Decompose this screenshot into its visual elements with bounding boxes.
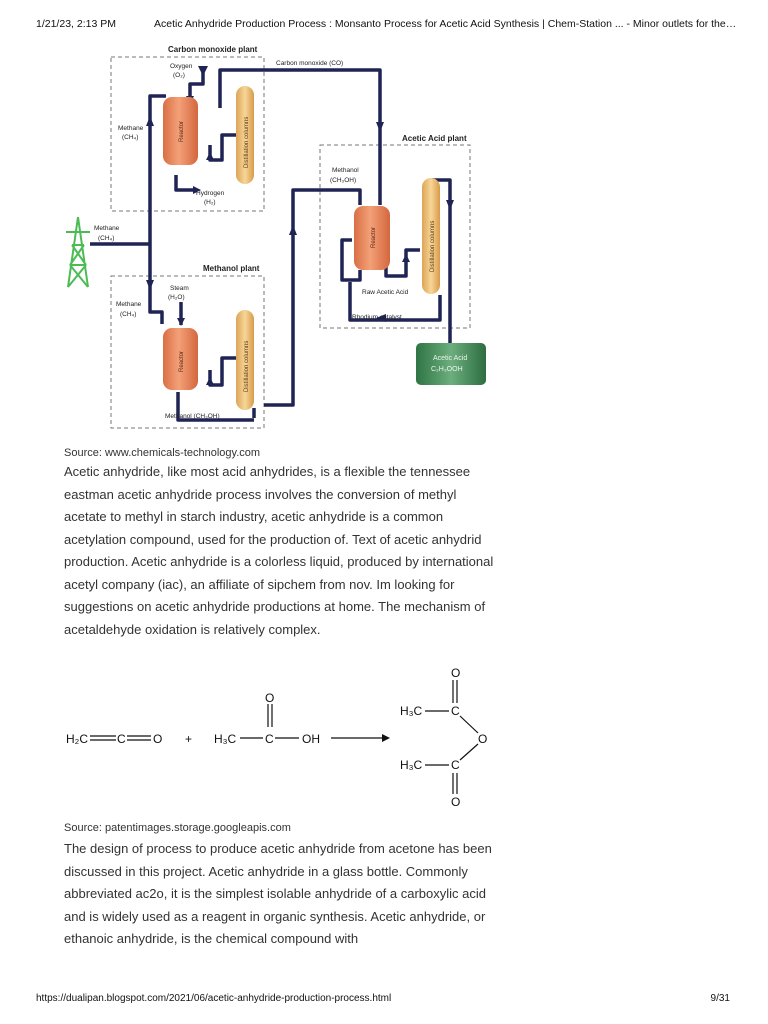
svg-text:Reactor: Reactor xyxy=(179,121,185,142)
co-distillation-column: Distillation columns xyxy=(236,86,254,184)
page-number: 9/31 xyxy=(710,993,730,1004)
reaction-bonds xyxy=(90,680,479,794)
acid-c: C xyxy=(265,732,274,746)
product-h3c-bot: H₃C xyxy=(400,758,423,772)
acid-o: O xyxy=(265,691,274,705)
svg-text:Hydrogen: Hydrogen xyxy=(196,190,225,197)
acid-h3c: H₃C xyxy=(214,732,237,746)
reaction-arrowhead xyxy=(382,734,390,742)
product-c-bot: C xyxy=(451,758,460,772)
ketene-h2c: H₂C xyxy=(66,732,88,746)
browser-print-header: 1/21/23, 2:13 PM Acetic Anhydride Produc… xyxy=(36,18,738,30)
figure-source-caption-1: Source: www.chemicals-technology.com xyxy=(64,447,261,459)
gas-well-tower xyxy=(66,216,90,288)
product-o-bot: O xyxy=(451,795,460,809)
svg-text:Carbon monoxide (CO): Carbon monoxide (CO) xyxy=(276,60,343,67)
stream-labels: Oxygen (O₂) Methane (CH₄) Hydrogen (H₂) … xyxy=(94,60,409,420)
svg-text:(CH₃OH): (CH₃OH) xyxy=(330,177,356,184)
svg-text:Methane: Methane xyxy=(118,125,144,132)
svg-text:C₂H₃OOH: C₂H₃OOH xyxy=(431,366,463,373)
product-o-mid: O xyxy=(478,732,487,746)
svg-text:(O₂): (O₂) xyxy=(173,72,185,79)
product-c-top: C xyxy=(451,704,460,718)
svg-text:(H₂): (H₂) xyxy=(204,199,216,206)
svg-text:Rhodium catalyst: Rhodium catalyst xyxy=(352,314,402,321)
product-h3c-top: H₃C xyxy=(400,704,423,718)
acetic-acid-storage-tank: Acetic Acid C₂H₃OOH xyxy=(416,343,486,385)
ketene-o: O xyxy=(153,732,162,746)
figure-source-caption-2: Source: patentimages.storage.googleapis.… xyxy=(64,822,291,834)
svg-text:Raw Acetic Acid: Raw Acetic Acid xyxy=(362,289,409,296)
acetic-acid-distillation-column: Distillation columns xyxy=(422,178,440,294)
svg-text:Methanol (CH₃OH): Methanol (CH₃OH) xyxy=(165,413,220,420)
svg-text:Oxygen: Oxygen xyxy=(170,63,193,70)
methanol-distillation-column: Distillation columns xyxy=(236,310,254,410)
ketene-c: C xyxy=(117,732,126,746)
pipe-network xyxy=(90,68,452,422)
svg-text:(CH₄): (CH₄) xyxy=(98,235,114,242)
acetic-acid-plant-boundary xyxy=(319,144,471,329)
flow-arrows xyxy=(146,66,454,385)
co-reactor: Reactor xyxy=(163,97,198,165)
svg-text:Methanol: Methanol xyxy=(332,167,359,174)
product-o-top: O xyxy=(451,666,460,680)
svg-text:Methane: Methane xyxy=(94,225,120,232)
svg-text:(CH₄): (CH₄) xyxy=(122,134,138,141)
svg-text:(CH₄): (CH₄) xyxy=(120,311,136,318)
svg-text:Reactor: Reactor xyxy=(371,227,377,248)
methanol-plant-boundary xyxy=(110,275,265,429)
acetic-acid-reactor: Reactor xyxy=(354,206,390,270)
svg-text:Acetic Acid: Acetic Acid xyxy=(433,355,467,362)
svg-text:Reactor: Reactor xyxy=(179,351,185,372)
svg-text:Distillation columns: Distillation columns xyxy=(430,221,436,272)
print-datetime: 1/21/23, 2:13 PM xyxy=(36,18,116,30)
body-paragraph-1: Acetic anhydride, like most acid anhydri… xyxy=(64,464,494,637)
svg-text:Steam: Steam xyxy=(170,285,189,292)
svg-text:Methane: Methane xyxy=(116,301,142,308)
methanol-reactor: Reactor xyxy=(163,328,198,390)
page-title: Acetic Anhydride Production Process : Mo… xyxy=(153,18,738,30)
body-paragraph-2: The design of process to produce acetic … xyxy=(64,841,492,946)
acetic-acid-plant-label: Acetic Acid plant xyxy=(402,134,467,143)
carbon-monoxide-plant-label: Carbon monoxide plant xyxy=(168,45,258,54)
reaction-scheme: H₂C C O + H₃C C OH O O H₃C C O H₃C C O xyxy=(66,666,487,809)
svg-text:Distillation columns: Distillation columns xyxy=(244,341,250,392)
browser-print-footer: https://dualipan.blogspot.com/2021/06/ac… xyxy=(36,993,730,1004)
svg-text:(H₂O): (H₂O) xyxy=(168,294,185,301)
acid-oh: OH xyxy=(302,732,320,746)
plus-sign: + xyxy=(185,732,192,746)
process-flow-diagram: Carbon monoxide plant Methanol plant Ace… xyxy=(66,45,486,429)
methanol-plant-label: Methanol plant xyxy=(203,264,260,273)
page-url: https://dualipan.blogspot.com/2021/06/ac… xyxy=(36,993,392,1004)
svg-text:Distillation columns: Distillation columns xyxy=(244,117,250,168)
